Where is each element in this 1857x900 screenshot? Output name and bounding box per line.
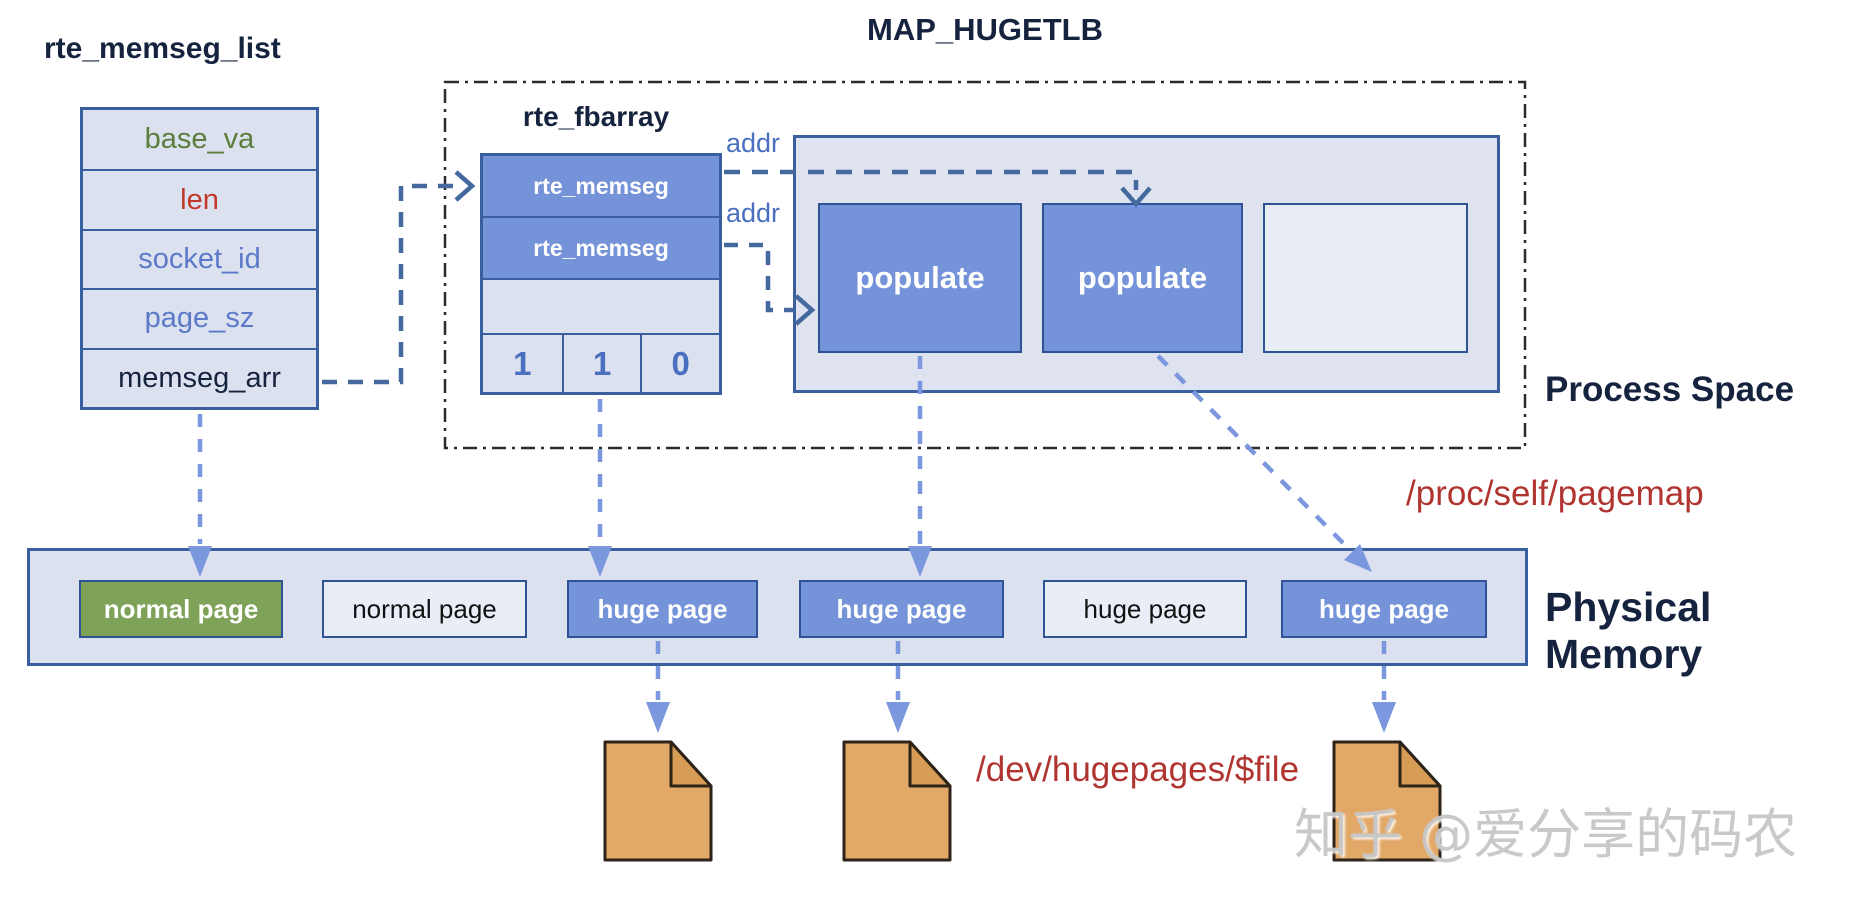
file-icon	[603, 740, 713, 862]
pagemap-path-label: /proc/self/pagemap	[1406, 474, 1704, 513]
memseg-row-page-sz: page_sz	[83, 288, 316, 347]
file-icon	[842, 740, 952, 862]
page-box-normal: normal page	[79, 580, 283, 638]
fbarray-title: rte_fbarray	[522, 101, 670, 132]
process-space-label: Process Space	[1545, 370, 1795, 409]
memseg-list-table: base_va len socket_id page_sz memseg_arr	[80, 107, 319, 410]
populate-box: populate	[1042, 203, 1243, 353]
addr-label: addr	[726, 198, 781, 228]
memseg-row-base-va: base_va	[144, 123, 255, 156]
memseg-list-title: rte_memseg_list	[44, 32, 281, 65]
page-box-huge: huge page	[1043, 580, 1247, 638]
memseg-row-socket-id: socket_id	[83, 228, 316, 288]
fbarray-table: rte_memseg rte_memseg 1 1 0	[480, 153, 722, 395]
fbarray-segment-row: rte_memseg	[483, 218, 719, 280]
file-icon	[1332, 740, 1442, 862]
populate-box: populate	[818, 203, 1022, 353]
memseg-row-len: len	[83, 169, 316, 228]
fbarray-empty-row	[483, 280, 719, 335]
page-box-huge: huge page	[1281, 580, 1487, 638]
fbarray-flags-row: 1 1 0	[483, 335, 719, 392]
map-hugetlb-title: MAP_HUGETLB	[867, 12, 1103, 47]
page-box-huge: huge page	[567, 580, 758, 638]
fbarray-flag-cell: 0	[640, 335, 719, 392]
arrow-memseg-arr-to-fbarray	[322, 170, 476, 385]
addr-label: addr	[726, 128, 781, 158]
memseg-row-memseg-arr: memseg_arr	[83, 347, 316, 407]
hugepage-path-label: /dev/hugepages/$file	[976, 750, 1300, 789]
page-box-huge: huge page	[799, 580, 1004, 638]
fbarray-segment-row: rte_memseg	[483, 156, 719, 218]
unpopulated-box	[1263, 203, 1468, 353]
fbarray-flag-cell: 1	[561, 335, 641, 392]
fbarray-flag-cell: 1	[513, 344, 532, 382]
zhihu-watermark: 知乎 @爱分享的码农	[1294, 803, 1798, 866]
physical-memory-label: Physical Memory	[1545, 584, 1712, 677]
page-box-normal: normal page	[322, 580, 527, 638]
